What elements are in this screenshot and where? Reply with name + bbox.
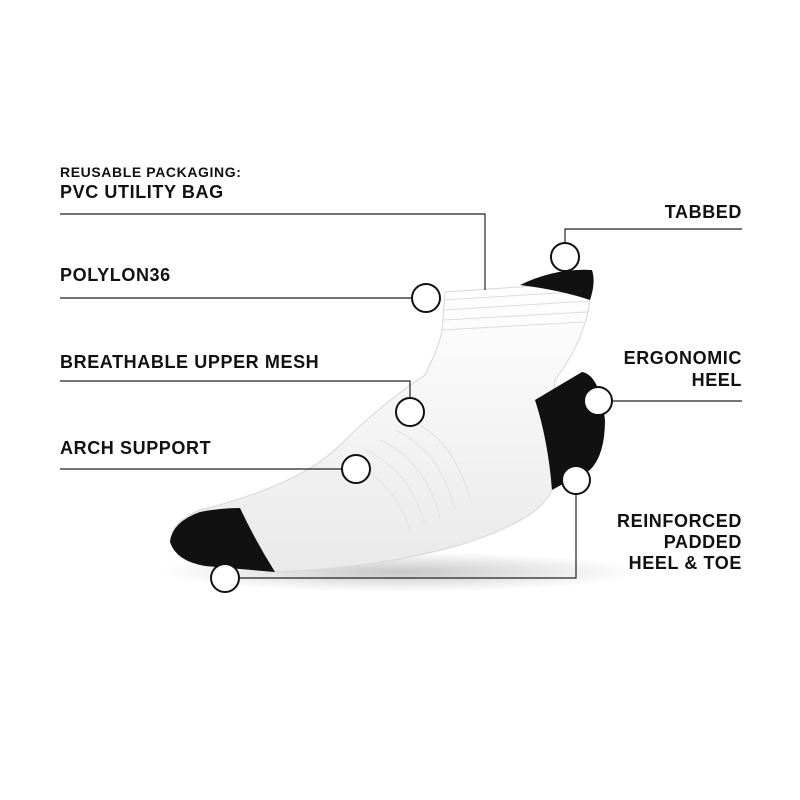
callout-dots [210,242,613,593]
leader-reinforced [239,494,577,579]
dot-polylon [411,283,441,313]
sock-toe [170,508,275,572]
leader-packaging [60,213,486,290]
sock-tab [520,269,594,300]
label-arch: ARCH SUPPORT [60,438,211,458]
dot-tabbed [550,242,580,272]
label-tabbed: TABBED [665,202,742,222]
dot-heel [583,386,613,416]
leader-lines [60,213,742,579]
label-mesh: BREATHABLE UPPER MESH [60,352,319,372]
label-heel-line1: ERGONOMIC [624,348,742,368]
label-reinforced-line2: PADDED [664,532,742,552]
label-heel-line2: HEEL [692,370,742,390]
label-packaging-line1: REUSABLE PACKAGING: [60,164,241,180]
dot-reinforced-toe [210,563,240,593]
leader-mesh [60,380,411,398]
label-polylon: POLYLON36 [60,265,171,285]
sock-illustration [160,269,640,592]
dot-reinforced-heel [561,465,591,495]
label-reinforced-line1: REINFORCED [617,511,742,531]
label-reinforced-line3: HEEL & TOE [629,553,742,573]
callout-labels: REUSABLE PACKAGING: PVC UTILITY BAG POLY… [60,164,742,573]
dot-arch [341,454,371,484]
leader-tabbed [564,228,742,243]
dot-mesh [395,397,425,427]
label-packaging-line2: PVC UTILITY BAG [60,182,224,202]
